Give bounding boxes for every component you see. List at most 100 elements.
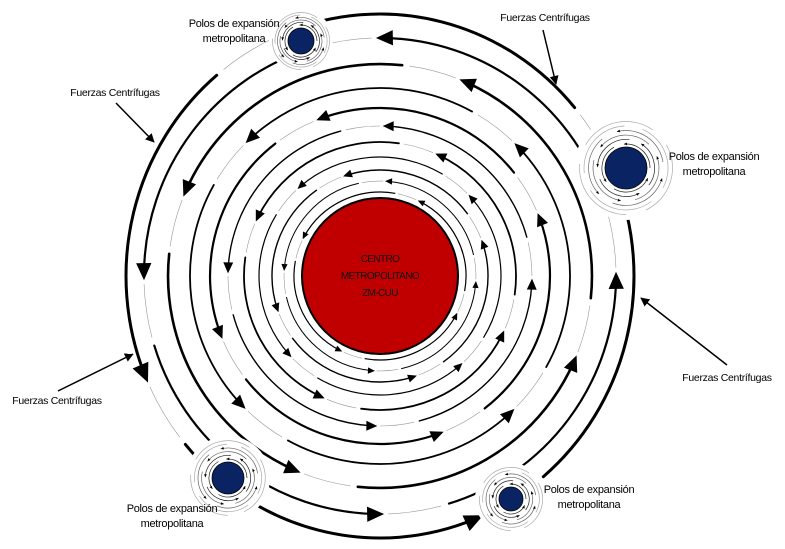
- pole-swirl-arrow-icon: [209, 485, 213, 489]
- flow-arc-faint: [303, 473, 351, 487]
- flow-arc: [401, 283, 477, 370]
- pole-swirl-arrow-icon: [516, 515, 520, 518]
- circulation-ring: [271, 169, 489, 383]
- pole-label-top-left: Polos de expansión metropolitana: [175, 17, 293, 47]
- flow-arc-faint: [388, 505, 442, 515]
- pole-swirl-arrow-icon: [242, 486, 246, 490]
- circulation-ring: [166, 62, 594, 490]
- force-pointer-bottom-left: [57, 353, 134, 392]
- flow-arrow-icon: [182, 179, 197, 197]
- metropolitan-center: [301, 197, 459, 355]
- flow-arrow-icon: [417, 200, 426, 207]
- pole-swirl-arc: [235, 468, 255, 504]
- pole-swirl-arc: [312, 26, 330, 68]
- pole-swirl-arrow-icon: [504, 518, 508, 522]
- flow-arc: [438, 154, 517, 296]
- flow-arc-faint: [143, 284, 153, 338]
- pole-swirl-arc: [516, 491, 533, 521]
- center-circle: [301, 197, 459, 355]
- flow-arc: [303, 191, 396, 238]
- flow-arc: [300, 156, 443, 187]
- flow-arrow-icon: [136, 263, 152, 281]
- pole-swirl-arrow-icon: [207, 458, 211, 462]
- flow-arrow-icon: [271, 302, 280, 313]
- flow-arrow-icon: [132, 361, 149, 383]
- pole-swirl-arc: [295, 17, 325, 38]
- pole-swirl-arrow-icon: [531, 491, 534, 495]
- flow-arc-faint: [169, 199, 183, 247]
- pole-swirl-arrow-icon: [505, 472, 509, 476]
- pole-swirl-arrow-icon: [490, 513, 493, 517]
- flow-arc: [124, 73, 219, 376]
- pole-swirl-arc: [501, 505, 536, 525]
- pole-swirl-arrow-icon: [494, 482, 498, 486]
- pole-swirl-arrow-icon: [623, 142, 627, 146]
- flow-arc: [317, 365, 460, 396]
- flow-arc-faint: [504, 299, 515, 329]
- pole-swirl-arrow-icon: [306, 57, 310, 60]
- force-label-bottom-left: Fuerzas Centrífugas: [12, 395, 102, 407]
- pole-swirl-arc: [274, 14, 301, 45]
- flow-arrow-icon: [382, 121, 394, 132]
- pole-label-line-1: Polos de expansión: [668, 151, 760, 163]
- pole-swirl-arrow-icon: [636, 193, 640, 196]
- pole-swirl-arrow-icon: [281, 37, 284, 41]
- expansion-pole-right: [574, 116, 678, 220]
- flow-arc: [470, 197, 502, 338]
- pole-circle: [211, 461, 245, 495]
- pole-swirl-arrow-icon: [600, 144, 604, 148]
- flow-arrow-icon: [375, 30, 393, 46]
- expansion-pole-top-left: [269, 9, 333, 73]
- flow-arc-faint: [223, 341, 243, 375]
- pole-swirl-arrow-icon: [254, 486, 258, 490]
- pole-swirl-arrow-icon: [285, 46, 288, 51]
- flow-arc: [356, 360, 575, 490]
- force-pointer-top-left: [115, 102, 155, 143]
- pole-swirl-arrow-icon: [522, 505, 525, 509]
- flow-arc-faint: [227, 275, 233, 310]
- flow-arrow-icon: [367, 367, 375, 374]
- flow-arc-faint: [376, 369, 399, 372]
- pole-swirl-arc: [592, 159, 621, 201]
- force-label-top-right: Fuerzas Centrífugas: [500, 12, 590, 24]
- pole-swirl-arrow-icon: [495, 504, 499, 508]
- pole-swirl-arrow-icon: [320, 33, 323, 37]
- flow-arc: [142, 47, 313, 273]
- flow-arc: [364, 314, 457, 361]
- pole-swirl-arc: [588, 138, 603, 195]
- flow-arc-faint: [216, 145, 244, 180]
- flow-arc-faint: [247, 410, 283, 438]
- flow-arc: [291, 337, 415, 383]
- pole-swirl-arc: [199, 495, 249, 513]
- flow-arc: [360, 333, 504, 411]
- pole-label-line-2: metropolitana: [557, 499, 621, 511]
- flow-arc-faint: [516, 372, 544, 407]
- flow-arrow-icon: [223, 262, 234, 274]
- flow-arrow-icon: [500, 408, 515, 424]
- pole-swirl-arc: [599, 178, 640, 197]
- flow-arrow-icon: [316, 110, 331, 121]
- pole-label-line-2: metropolitana: [140, 518, 204, 530]
- pole-swirl-arc: [311, 16, 328, 54]
- flow-arc-faint: [292, 358, 315, 377]
- flow-arc-faint: [345, 125, 381, 131]
- force-pointer-top-right: [542, 29, 559, 85]
- flow-arrow-icon: [255, 209, 265, 222]
- flow-arc-faint: [403, 143, 434, 153]
- flow-arc-faint: [445, 175, 468, 194]
- pole-swirl-arc: [206, 486, 239, 502]
- flow-arc-faint: [607, 214, 617, 268]
- center-label-line-2: METROPOLITANO: [340, 271, 420, 282]
- pole-swirl-arc: [479, 496, 512, 532]
- pole-swirl-arc: [613, 177, 649, 193]
- pole-swirl-arc: [616, 130, 664, 163]
- flow-arrow-icon: [312, 389, 325, 399]
- force-pointer-bottom-right: [640, 297, 728, 366]
- flow-arrow-icon: [429, 431, 444, 442]
- pole-swirl-arc: [504, 473, 537, 496]
- flow-arrow-icon: [297, 179, 307, 189]
- flow-arrow-icon: [563, 355, 578, 373]
- pole-swirl-arc: [277, 22, 287, 58]
- flow-arc: [271, 189, 318, 310]
- flow-arrow-icon: [526, 278, 537, 290]
